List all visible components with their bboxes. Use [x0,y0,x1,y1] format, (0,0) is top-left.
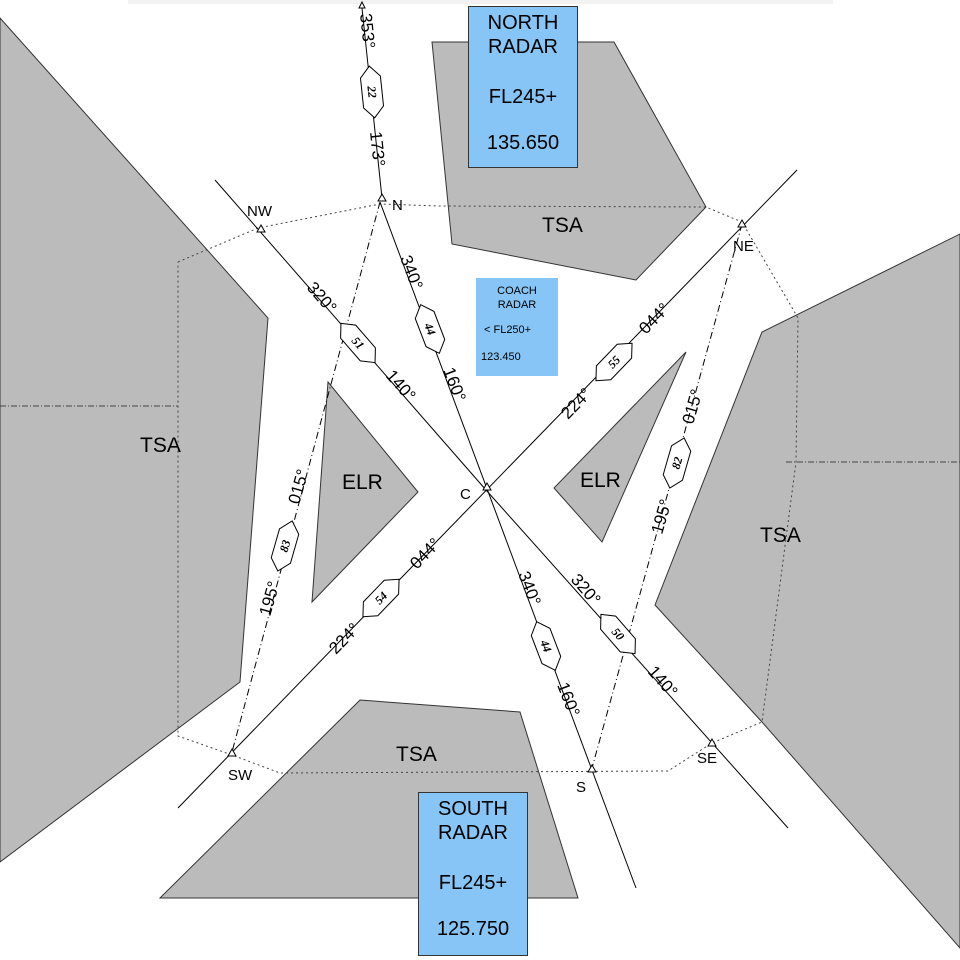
route-badge-50: 50 [600,613,636,655]
top-strip [128,0,833,4]
bearing-353-label: 353° [356,12,379,49]
bearing-320-nw-label: 320° [303,278,340,317]
tsa-east-zone [654,233,960,949]
route-badge-55: 55 [595,342,633,382]
coach-radar-freq: 123.450 [481,351,521,363]
route-badge-82: 82 [662,437,692,489]
waypoint-marker-nw [256,223,266,233]
bearing-015-sw-label: 015° [285,467,313,506]
route-badge-44-north: 44 [414,304,446,354]
waypoint-se-label: SE [697,750,717,767]
coach-radar-box: COACH RADAR < FL250+ 123.450 [476,278,558,376]
tsa-north-label: TSA [542,214,583,237]
elr-east-label: ELR [580,469,621,492]
bearing-195-sw-label: 195° [256,579,284,618]
south-radar-freq: 125.750 [436,918,510,940]
bearing-224-ne-label: 224° [557,384,595,422]
coach-radar-name-2: RADAR [497,299,537,311]
south-radar-level: FL245+ [438,872,508,894]
bearing-140-se-label: 140° [644,662,681,701]
elr-east-zone [553,351,687,543]
waypoint-marker-n [377,192,387,202]
bearing-320-se-label: 320° [567,570,604,609]
route-44-south-label: 44 [537,637,555,654]
route-ne-s [591,223,743,769]
coach-radar-level: < FL250+ [484,324,532,336]
coach-radar-name-1: COACH [497,285,537,297]
south-radar-name-1: SOUTH [438,798,508,820]
bearing-044-ne-label: 044° [635,299,673,337]
tsa-west-zone [0,17,269,863]
bearing-140-nw-label: 140° [382,366,419,405]
sector-boundary [177,203,799,774]
route-83-label: 83 [277,538,294,553]
airway-320-140-se [485,489,789,829]
waypoint-ne-label: NE [733,238,754,255]
bearing-224-sw-label: 224° [325,619,363,657]
route-badge-51: 51 [340,322,376,364]
south-radar-box: SOUTH RADAR FL245+ 125.750 [418,792,528,956]
north-radar-name-1: NORTH [487,12,559,34]
north-radar-name-2: RADAR [487,36,558,58]
waypoint-c-label: C [460,486,471,503]
bearing-340-n-label: 340° [396,253,426,293]
route-badge-22: 22 [359,65,385,119]
waypoint-marker-s [587,763,597,773]
route-44-north-label: 44 [421,320,439,337]
tsa-south-label: TSA [396,743,437,766]
north-radar-box: NORTH RADAR FL245+ 135.650 [468,6,578,168]
waypoint-sw-label: SW [228,767,253,784]
waypoint-n-label: N [392,197,403,214]
waypoint-nw-label: NW [247,203,273,220]
bearing-160-s-label: 160° [553,680,583,720]
waypoint-s-label: S [576,779,586,796]
waypoint-marker-top [358,0,366,9]
route-badge-44-south: 44 [530,621,562,671]
waypoint-marker-c [482,481,492,491]
bearing-195-ne-label: 195° [648,497,676,536]
waypoint-marker-sw [227,747,237,757]
bearing-340-s-label: 340° [514,569,544,609]
north-radar-level: FL245+ [488,86,558,108]
elr-west-zone [311,380,419,604]
route-22-label: 22 [364,84,379,98]
bearing-015-ne-label: 015° [679,387,707,426]
route-badge-54: 54 [362,578,400,618]
bearing-160-n-label: 160° [439,365,469,405]
elr-west-label: ELR [342,471,383,494]
waypoint-marker-se [707,737,717,747]
route-n-sw [231,201,381,753]
route-82-label: 82 [669,455,686,470]
north-radar-freq: 135.650 [486,132,560,154]
south-radar-name-2: RADAR [437,822,508,844]
bearing-173-label: 173° [366,130,389,167]
tsa-east-label: TSA [760,524,801,547]
tsa-west-label: TSA [140,434,181,457]
route-badge-83: 83 [270,520,300,572]
waypoint-marker-ne [737,218,747,228]
